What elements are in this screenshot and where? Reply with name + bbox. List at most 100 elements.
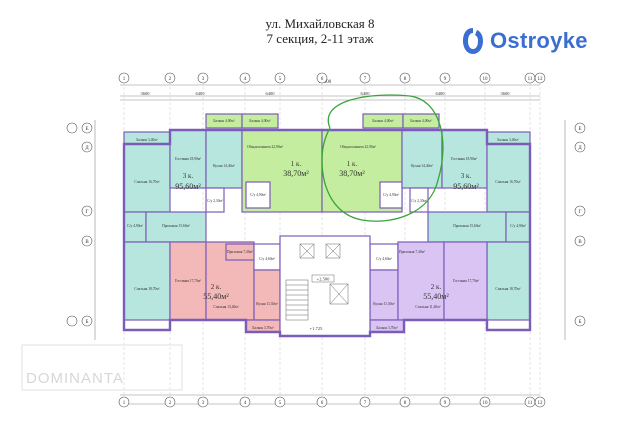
apartment-area: 55,40м² <box>203 292 229 301</box>
apartment-rooms: 2 к. <box>211 283 222 291</box>
axis-label: 1 <box>123 77 126 82</box>
row-label: Е <box>85 127 88 132</box>
axis-label: 3 <box>202 401 205 406</box>
room-labels: Балкон 3,40м² Балкон 4,00м² Балкон 4,00м… <box>127 119 526 331</box>
room-label: С/у 4,90м² <box>127 224 143 229</box>
room-kitchen <box>205 129 243 189</box>
stair-core <box>279 235 371 337</box>
apartment-area: 95,60м² <box>175 182 201 191</box>
room-bedroom <box>123 241 171 321</box>
room-label: Прихожая 15,60м² <box>162 224 190 229</box>
room-label: Балкон 3,40м² <box>497 138 518 143</box>
axis-label: 8 <box>404 77 407 82</box>
axis-label: 12 <box>538 77 544 82</box>
axis-label: 7 <box>364 401 367 406</box>
axis-label: 2 <box>169 77 172 82</box>
room-label: Прихожая 15,60м² <box>453 224 481 229</box>
apartment-area: 38,70м² <box>339 169 365 178</box>
row-label: В <box>578 240 582 245</box>
dim-seg-2: 6400 <box>196 91 206 96</box>
dimension-lines <box>94 84 566 405</box>
room-label: Балкон 4,00м² <box>213 119 234 124</box>
rooms-layer <box>123 113 531 337</box>
axis-label: 8 <box>404 401 407 406</box>
room-label: Спальня 16,70м² <box>134 180 159 185</box>
axis-label: 6 <box>321 77 324 82</box>
room-label: Гостиная 17,70м² <box>453 279 479 284</box>
top-axis-markers <box>118 72 546 84</box>
highlight-circle <box>321 94 444 222</box>
axis-label: 3 <box>202 77 205 82</box>
row-label: Д <box>578 146 582 151</box>
dim-seg-4: 6400 <box>361 91 371 96</box>
room-bedroom <box>397 241 445 321</box>
room-label: С/у 4,90м² <box>510 224 526 229</box>
apartment-rooms: 2 к. <box>431 283 442 291</box>
apartment-rooms: 3 к. <box>183 172 194 180</box>
room-bathroom <box>379 181 403 209</box>
room-label: С/у 2,30м² <box>411 199 427 204</box>
room-label: Спальня 13,40м² <box>213 305 238 310</box>
room-bedroom <box>486 143 531 213</box>
apartment-area: 38,70м² <box>283 169 309 178</box>
room-label: С/у 4,60м² <box>376 257 392 262</box>
room-bedroom <box>486 241 531 321</box>
room-label: С/у 2,30м² <box>207 199 223 204</box>
room-label: Балкон 4,00м² <box>410 119 431 124</box>
room-hall <box>427 211 507 243</box>
apartment-rooms: 1 к. <box>347 160 358 168</box>
row-label: В <box>85 240 89 245</box>
axis-label: 9 <box>444 77 447 82</box>
level-mark-lower: +1.725 <box>310 326 323 331</box>
exterior-walls <box>122 128 532 338</box>
dim-seg-6: 3600 <box>501 91 511 96</box>
row-label: Е <box>578 127 581 132</box>
room-living <box>441 129 488 189</box>
dim-seg-3: 6400 <box>266 91 276 96</box>
bottom-axis-markers <box>118 396 546 408</box>
room-label: Общая комната 22,90м² <box>247 145 283 150</box>
plan-section-subtitle: 7 секция, 2-11 этаж <box>266 31 374 46</box>
room-hall <box>145 211 207 243</box>
room-label: Кухня 11,30м² <box>373 302 395 307</box>
room-bedroom <box>123 143 171 213</box>
axis-label: 6 <box>321 401 324 406</box>
ostroyke-logo-icon <box>463 28 483 54</box>
axis-label: 1 <box>123 401 126 406</box>
dim-seg-1: 3600 <box>141 91 151 96</box>
axis-label: 11 <box>528 77 533 82</box>
axis-label: 10 <box>483 77 489 82</box>
axis-label: 11 <box>528 401 533 406</box>
room-living <box>443 241 488 321</box>
row-label: Г <box>579 210 582 215</box>
room-label: Гостиная 18,90м² <box>451 157 477 162</box>
row-label: Б <box>86 320 89 325</box>
axis-label: 2 <box>169 401 172 406</box>
apartment-area: 55,40м² <box>423 292 449 301</box>
plan-address-title: ул. Михайловская 8 <box>265 16 375 31</box>
level-mark-upper: +2.500 <box>317 277 330 282</box>
room-kitchen <box>253 269 281 321</box>
room-label: Балкон 3,70м² <box>252 326 273 331</box>
room-label: Гостиная 18,90м² <box>175 157 201 162</box>
axis-label: 10 <box>483 401 489 406</box>
watermark-text: DOMINANTA <box>26 370 124 387</box>
room-label: Балкон 4,00м² <box>372 119 393 124</box>
room-balcony <box>241 113 279 129</box>
room-label: Спальня 11,40м² <box>415 305 440 310</box>
room-label: Балкон 4,00м² <box>249 119 270 124</box>
room-bathroom <box>205 187 225 213</box>
room-bathroom <box>245 181 271 209</box>
axis-label: 4 <box>244 77 247 82</box>
row-label: Г <box>86 210 89 215</box>
dim-seg-5: 6400 <box>436 91 446 96</box>
stair-lift-core <box>285 243 349 321</box>
brand-name: Ostroyke <box>490 28 588 53</box>
room-label: С/у 4,90м² <box>383 193 399 198</box>
row-label: Б <box>579 320 582 325</box>
room-label: Прихожая 7,40м² <box>227 250 253 255</box>
axis-label: 4 <box>244 401 247 406</box>
apartment-area: 95,60м² <box>453 182 479 191</box>
